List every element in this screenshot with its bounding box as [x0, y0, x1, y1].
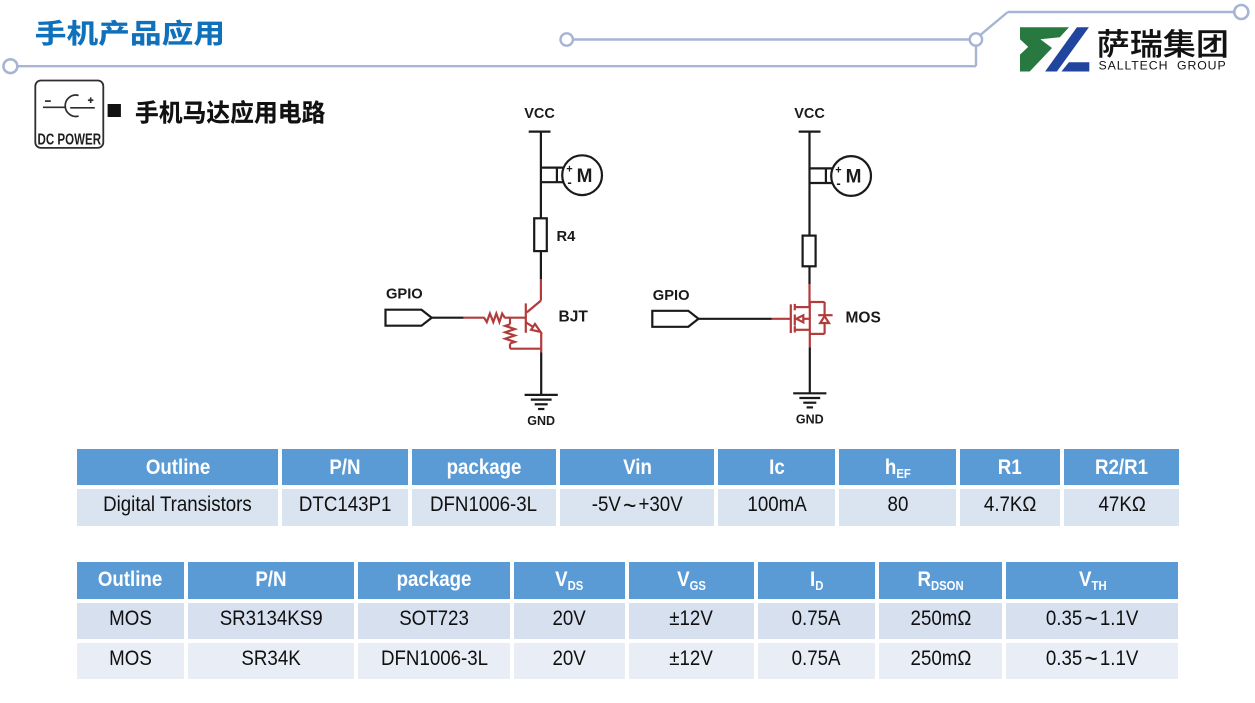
svg-text:GPIO: GPIO: [653, 288, 690, 304]
svg-text:GND: GND: [796, 412, 824, 426]
svg-text:-: -: [836, 176, 840, 191]
svg-text:DC POWER: DC POWER: [38, 132, 102, 149]
svg-text:GPIO: GPIO: [386, 287, 423, 303]
svg-text:+: +: [566, 164, 572, 176]
svg-text:VCC: VCC: [794, 106, 825, 122]
svg-text:R4: R4: [557, 229, 577, 245]
svg-text:BJT: BJT: [559, 309, 589, 326]
svg-text:VCC: VCC: [524, 106, 555, 122]
svg-text:MOS: MOS: [846, 310, 881, 327]
svg-text:-: -: [567, 175, 571, 190]
svg-text:+: +: [835, 165, 841, 177]
svg-text:M: M: [577, 166, 593, 187]
svg-text:GND: GND: [527, 414, 555, 428]
svg-text:M: M: [846, 167, 862, 188]
svg-text:SALLTECH GROUP: SALLTECH GROUP: [1099, 59, 1227, 73]
